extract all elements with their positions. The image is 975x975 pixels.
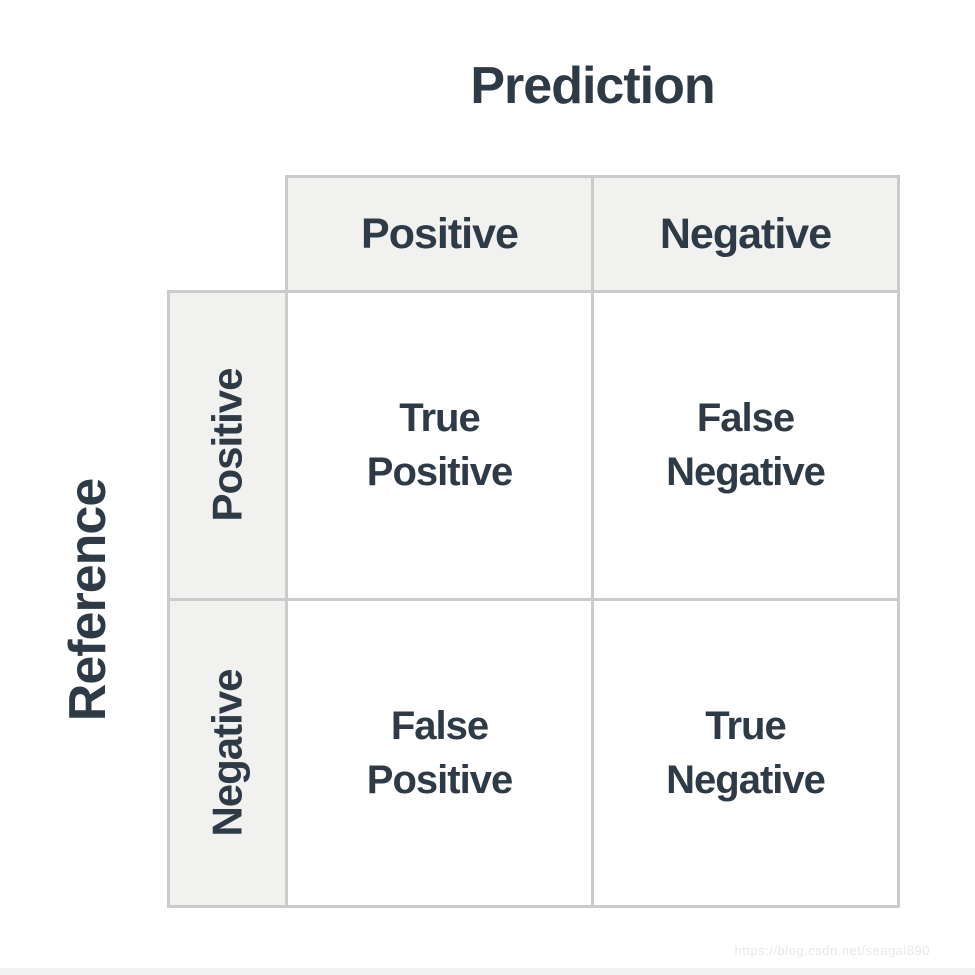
- cell-false-negative: False Negative: [594, 293, 897, 598]
- cell-false-negative-line2: Negative: [666, 450, 826, 495]
- reference-axis-title: Reference: [59, 478, 117, 722]
- cell-true-negative-line2: Negative: [666, 757, 826, 802]
- prediction-header-row: Positive Negative: [285, 175, 900, 293]
- bottom-edge-strip: [0, 968, 975, 975]
- prediction-axis-title: Prediction: [470, 57, 715, 115]
- cell-false-negative-line1: False: [696, 396, 795, 441]
- cell-true-positive-line2: Positive: [366, 450, 513, 495]
- matrix-body: Positive True Positive False Negative Ne…: [167, 290, 900, 908]
- row-header-negative-label: Negative: [203, 669, 251, 837]
- cell-true-negative-line1: True: [705, 703, 786, 748]
- col-header-positive: Positive: [288, 178, 591, 290]
- row-header-negative: Negative: [170, 600, 285, 905]
- row-header-positive-label: Positive: [203, 368, 251, 522]
- col-header-negative: Negative: [594, 178, 897, 290]
- cell-false-positive-line2: Positive: [366, 757, 513, 802]
- cell-false-positive: False Positive: [288, 600, 591, 905]
- cell-true-negative: True Negative: [594, 600, 897, 905]
- cell-true-positive: True Positive: [288, 293, 591, 598]
- row-header-positive: Positive: [170, 293, 285, 598]
- watermark: https://blog.csdn.net/seagal890: [734, 943, 930, 958]
- cell-false-positive-line1: False: [390, 703, 489, 748]
- cell-true-positive-line1: True: [399, 396, 480, 441]
